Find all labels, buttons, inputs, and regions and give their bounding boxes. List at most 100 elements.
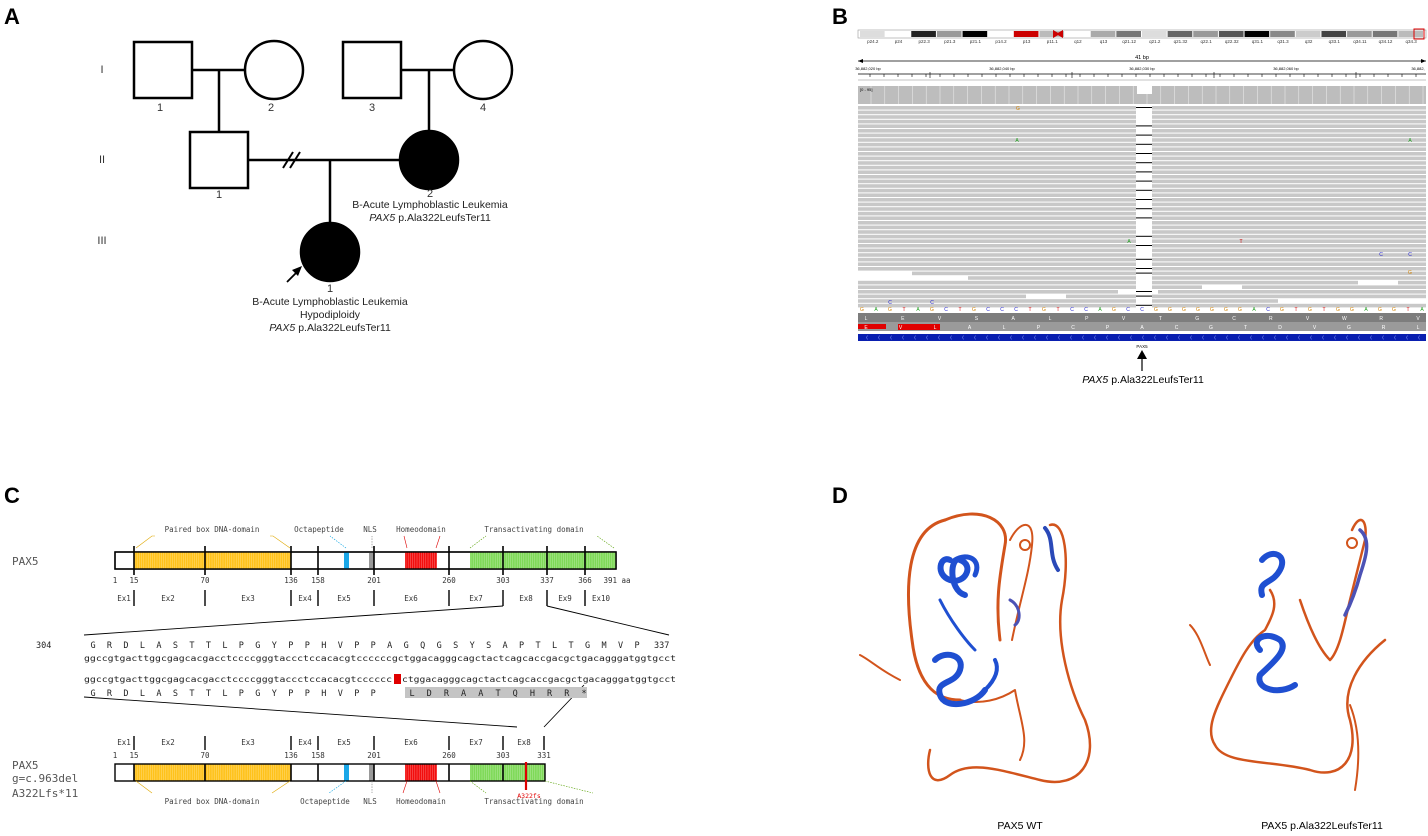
mut-residue: A	[156, 689, 161, 699]
reference-base: G	[1112, 307, 1116, 313]
mut-pos-201: 201	[367, 751, 381, 760]
wt-residue: P	[239, 641, 244, 651]
frameshift-residue: A	[461, 689, 466, 699]
reference-base: T	[1322, 307, 1325, 313]
reference-base: T	[1056, 307, 1059, 313]
reference-base: T	[1028, 307, 1031, 313]
wt-octapeptide	[344, 552, 349, 569]
wt-residue: M	[601, 641, 606, 651]
mut-residue: H	[321, 689, 326, 699]
reference-base: T	[1294, 307, 1297, 313]
wt-residue: T	[206, 641, 211, 651]
cytoband	[860, 31, 885, 37]
cytoband-label: q22.32	[1225, 39, 1239, 44]
proband-karyotype: Hypodiploidy	[300, 309, 361, 321]
sequence-read	[858, 294, 1026, 299]
wt-pos-70: 70	[200, 576, 210, 585]
pedigree-female-I2	[243, 39, 305, 101]
proband-diagnosis: B-Acute Lymphoblastic Leukemia	[252, 296, 408, 308]
reference-base: G	[972, 307, 976, 313]
wt-residue: Y	[272, 641, 277, 651]
translated-residue: P	[1037, 325, 1041, 331]
wt-residue: R	[107, 641, 113, 651]
cytoband	[1244, 31, 1270, 37]
mismatch-base: A	[1127, 239, 1131, 245]
reference-base: C	[944, 307, 948, 313]
wt-pos-260: 260	[442, 576, 456, 585]
cytoband	[936, 31, 962, 37]
reference-base: G	[1196, 307, 1200, 313]
mismatch-base: A	[1015, 138, 1019, 144]
mut-homeo-label: Homeodomain	[396, 797, 446, 806]
wt-nls-label: NLS	[363, 525, 377, 534]
ruler-pos-1: 36,882,020 bp	[855, 66, 881, 71]
reference-base: C	[1126, 307, 1130, 313]
pedigree-male-I3	[341, 40, 403, 100]
cytoband-label: q31.3	[1277, 39, 1289, 44]
translated-residue: P	[1106, 325, 1110, 331]
cytoband-label: p14.2	[995, 39, 1007, 44]
translation-row-1	[858, 313, 1426, 322]
mut-residue: P	[371, 689, 376, 699]
reference-base: G	[1224, 307, 1228, 313]
mut-exon-7: Ex7	[469, 738, 483, 747]
proband-variant: PAX5 p.Ala322LeufsTer11	[269, 322, 391, 334]
mismatch-base: C	[930, 300, 934, 306]
id-II1: 1	[216, 189, 222, 201]
mut-protein-label-3: A322Lfs*11	[12, 787, 78, 800]
structure-mutant	[1189, 518, 1387, 791]
translated-residue: V	[1306, 316, 1310, 322]
frameshift-residue: D	[427, 689, 432, 699]
mut-pos-15: 15	[129, 751, 138, 760]
translated-residue: G	[1209, 325, 1213, 331]
panel-letter-c: C	[4, 483, 20, 508]
mut-residue: Y	[272, 689, 277, 699]
reference-base: G	[1238, 307, 1242, 313]
reference-base: C	[1084, 307, 1088, 313]
ruler-pos-3: 36,882,030 bp	[1129, 66, 1155, 71]
ruler-pos-5: 36,882,	[1411, 66, 1424, 71]
cytoband-label: q22.1	[1200, 39, 1212, 44]
pedigree-male-I1	[132, 40, 194, 100]
reference-base: G	[1280, 307, 1284, 313]
mut-paired-label: Paired box DNA-domain	[165, 797, 260, 806]
wt-residue: S	[173, 641, 178, 651]
cytoband-label: q21.2	[1149, 39, 1161, 44]
cytoband	[1270, 31, 1295, 37]
reference-base: C	[1140, 307, 1144, 313]
translated-residue: C	[1232, 316, 1236, 322]
mut-residue: T	[189, 689, 194, 699]
cytoband-label: q33.1	[1329, 39, 1341, 44]
mut-residue: P	[239, 689, 244, 699]
mut-marker-label: A322fs	[517, 792, 541, 800]
igv-variant-label: PAX5 p.Ala322LeufsTer11	[1082, 374, 1204, 386]
wt-exon-4: Ex4	[298, 594, 312, 603]
mut-residue: G	[90, 689, 95, 699]
wt-residue: G	[404, 641, 409, 651]
sequence-read	[968, 276, 1426, 280]
wt-residue: T	[189, 641, 194, 651]
wt-exon-1: Ex1	[117, 594, 131, 603]
cytoband-label: q12	[1074, 39, 1082, 44]
wt-residue: S	[453, 641, 458, 651]
mut-exon-8: Ex8	[517, 738, 531, 747]
translated-residue: A	[968, 325, 972, 331]
mismatch-base: G	[1408, 270, 1412, 276]
frameshift-residue: R	[547, 689, 553, 699]
cytoband	[1372, 31, 1398, 37]
translated-residue: A	[1012, 316, 1016, 322]
structure-wt	[859, 512, 1092, 784]
reference-base: G	[1350, 307, 1354, 313]
seq-end: 337	[654, 641, 669, 651]
wt-exon-6: Ex6	[404, 594, 418, 603]
wt-residue: D	[123, 641, 128, 651]
reference-base: G	[1168, 307, 1172, 313]
cytoband-label: p11.1	[1047, 39, 1058, 44]
cytoband-label: p21.1	[970, 39, 982, 44]
panel-letter-d: D	[832, 483, 848, 508]
wt-pos-201: 201	[367, 576, 381, 585]
igv-span: 41 bp	[1135, 55, 1149, 61]
mut-pos-70: 70	[200, 751, 210, 760]
reference-base: G	[1308, 307, 1312, 313]
